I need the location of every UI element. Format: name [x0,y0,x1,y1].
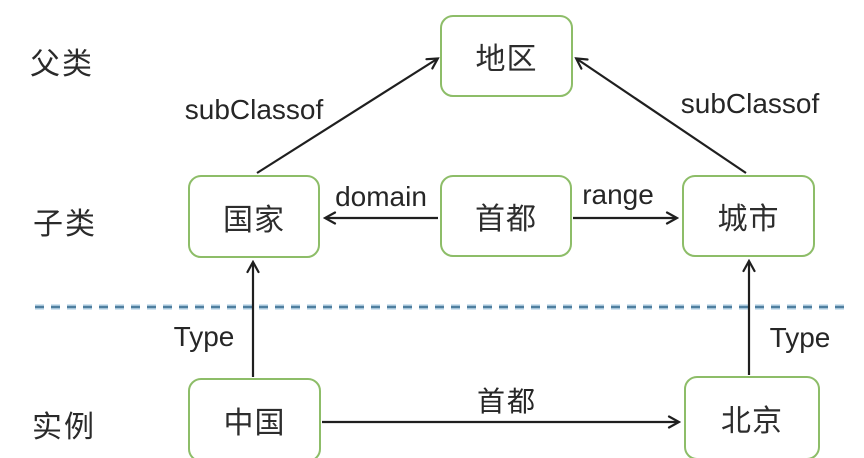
edge-subclassof-right-line [577,59,747,174]
node-country: 国家 [188,175,320,258]
edge-label-subclassof-left: subClassof [184,94,324,125]
node-china: 中国 [188,378,321,458]
node-label: 国家 [223,203,285,237]
edge-label-subclassof-right: subClassof [680,88,820,119]
row-label-instance: 实例 [32,411,96,444]
node-region: 地区 [440,15,573,97]
node-beijing: 北京 [684,376,820,458]
edge-label-range: range [582,179,654,210]
edge-label-capital-relation: 首都 [476,386,538,417]
node-capital: 首都 [440,175,572,257]
edge-label-domain: domain [335,181,427,212]
row-label-parent-class: 父类 [30,48,94,81]
node-city: 城市 [682,175,815,257]
node-label: 地区 [475,43,538,76]
edge-label-type-left: Type [173,321,235,352]
row-label-sub-class: 子类 [33,208,97,241]
node-label: 首都 [475,203,537,236]
node-label: 中国 [223,407,286,440]
edge-label-type-right: Type [769,322,831,353]
node-label: 城市 [717,203,780,236]
edge-subclassof-left-line [256,59,437,174]
node-label: 北京 [721,405,783,438]
